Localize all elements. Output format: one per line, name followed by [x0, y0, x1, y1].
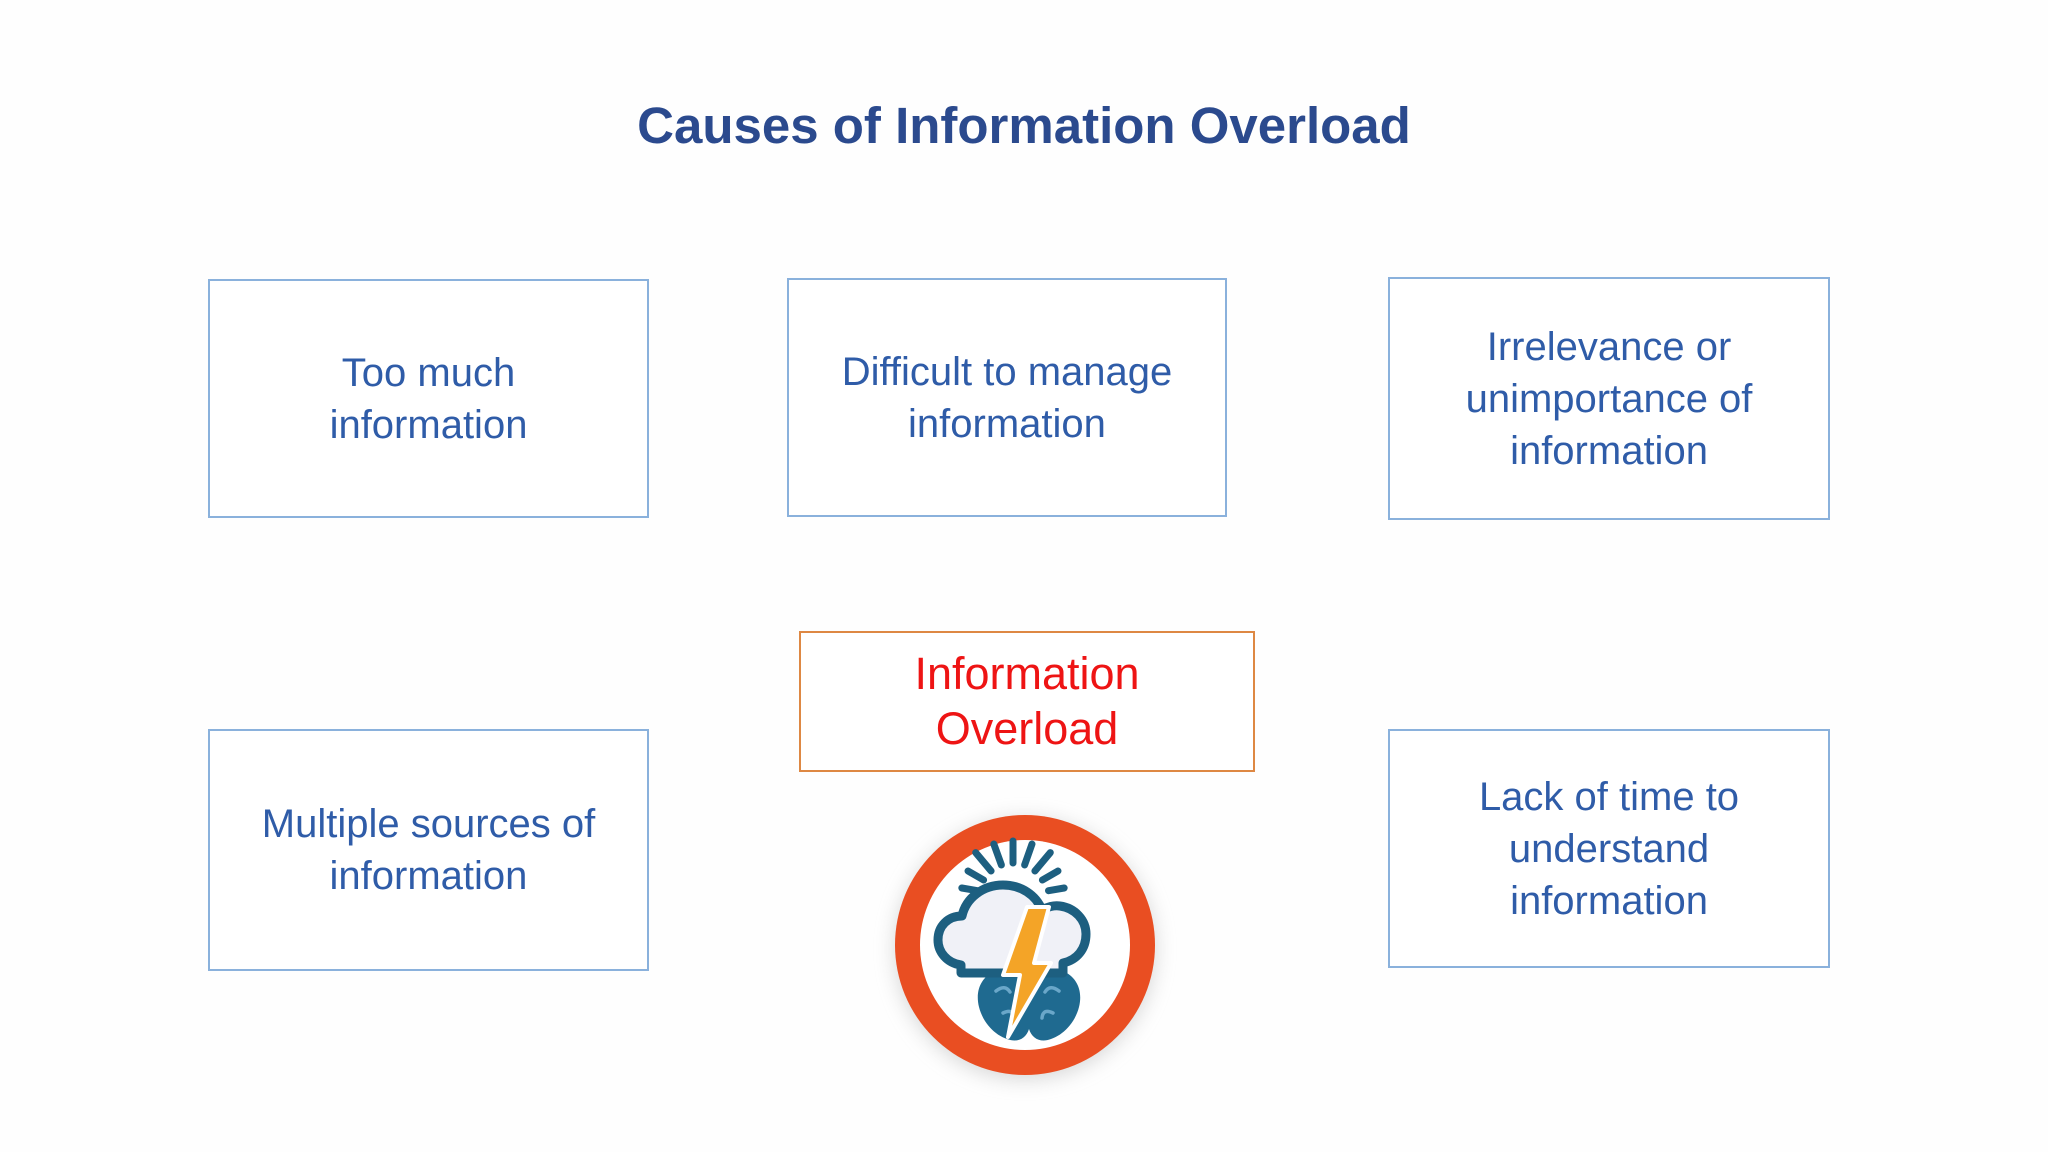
- cause-box-irrelevance: Irrelevance or unimportance of informati…: [1388, 277, 1830, 520]
- lightning-bolt-icon: [1001, 905, 1053, 1039]
- storm-brain-overload-icon: [895, 815, 1155, 1075]
- cause-box-difficult-to-manage: Difficult to manage information: [787, 278, 1227, 517]
- cause-box-too-much-information: Too much information: [208, 279, 649, 518]
- slide-title: Causes of Information Overload: [637, 97, 1411, 154]
- cause-box-multiple-sources: Multiple sources of information: [208, 729, 649, 971]
- brain-icon: [977, 971, 1081, 1041]
- information-overload-box: Information Overload: [799, 631, 1255, 772]
- cause-box-lack-of-time: Lack of time to understand information: [1388, 729, 1830, 968]
- rays-icon: [958, 837, 1068, 895]
